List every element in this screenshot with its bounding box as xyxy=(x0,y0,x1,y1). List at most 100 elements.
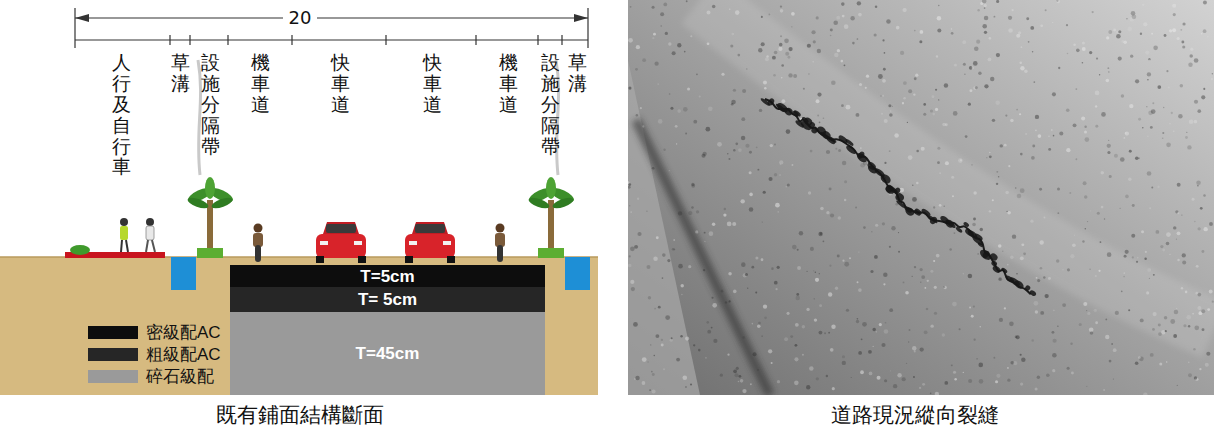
texture-speck xyxy=(1152,102,1154,104)
photo-ground xyxy=(628,0,1214,395)
crack-spall xyxy=(844,138,854,147)
texture-speck xyxy=(696,210,699,213)
texture-speck xyxy=(871,231,872,232)
texture-speck xyxy=(909,329,911,331)
texture-speck xyxy=(1183,324,1186,327)
texture-speck xyxy=(1084,195,1087,198)
texture-speck xyxy=(709,231,714,236)
motorcyclist xyxy=(495,224,505,263)
texture-speck xyxy=(1100,241,1102,243)
texture-speck xyxy=(1052,92,1056,96)
texture-speck xyxy=(795,323,799,327)
texture-speck xyxy=(1021,46,1023,48)
leg xyxy=(126,240,128,252)
texture-speck xyxy=(810,247,814,251)
crack-spall xyxy=(944,218,957,229)
texture-speck xyxy=(735,10,740,15)
texture-speck xyxy=(1071,372,1074,375)
texture-speck xyxy=(1194,100,1198,104)
texture-speck xyxy=(732,222,736,226)
texture-speck xyxy=(1125,195,1129,199)
texture-speck xyxy=(1203,88,1205,90)
texture-speck xyxy=(721,290,724,293)
texture-speck xyxy=(1181,41,1184,44)
texture-speck xyxy=(1199,368,1201,370)
texture-speck xyxy=(953,371,956,374)
texture-speck xyxy=(870,270,873,273)
texture-speck xyxy=(1106,36,1109,39)
texture-speck xyxy=(882,222,885,225)
texture-speck xyxy=(1010,119,1013,122)
crack-spall xyxy=(1001,267,1009,274)
texture-speck xyxy=(1062,303,1066,307)
texture-speck xyxy=(1182,22,1185,25)
crack-spall xyxy=(929,215,939,225)
texture-speck xyxy=(1096,58,1098,60)
texture-speck xyxy=(784,39,789,44)
texture-speck xyxy=(1035,130,1037,132)
texture-speck xyxy=(1185,291,1188,294)
texture-speck xyxy=(701,154,705,158)
texture-speck xyxy=(738,148,742,152)
texture-speck xyxy=(924,330,928,334)
texture-speck xyxy=(884,119,888,123)
texture-speck xyxy=(786,186,787,187)
texture-speck xyxy=(841,2,845,6)
texture-speck xyxy=(1020,382,1023,385)
texture-speck xyxy=(968,379,972,383)
texture-speck xyxy=(924,287,926,289)
texture-speck xyxy=(900,51,904,55)
texture-speck xyxy=(749,171,752,174)
texture-speck xyxy=(969,307,971,309)
texture-speck xyxy=(663,3,667,7)
texture-speck xyxy=(820,207,824,211)
texture-speck xyxy=(860,147,862,149)
texture-speck xyxy=(743,336,745,338)
texture-speck xyxy=(1177,231,1181,235)
texture-speck xyxy=(780,5,782,7)
texture-speck xyxy=(771,362,773,364)
texture-speck xyxy=(996,183,998,185)
texture-speck xyxy=(826,375,828,377)
texture-speck xyxy=(653,33,656,36)
texture-speck xyxy=(1180,29,1182,31)
texture-speck xyxy=(943,286,945,288)
texture-speck xyxy=(1140,33,1142,35)
texture-speck xyxy=(660,25,661,26)
texture-speck xyxy=(1188,63,1192,67)
texture-speck xyxy=(1057,326,1058,327)
texture-speck xyxy=(635,376,639,380)
texture-speck xyxy=(681,294,682,295)
texture-speck xyxy=(1002,251,1004,253)
texture-speck xyxy=(658,306,661,309)
texture-speck xyxy=(1021,243,1024,246)
texture-speck xyxy=(968,274,973,279)
texture-speck xyxy=(882,79,886,83)
crack-photo xyxy=(628,0,1214,395)
texture-speck xyxy=(1201,33,1202,34)
texture-speck xyxy=(982,0,986,3)
texture-speck xyxy=(858,351,862,355)
texture-speck xyxy=(1007,264,1009,266)
texture-speck xyxy=(1057,212,1059,214)
texture-speck xyxy=(963,63,966,66)
texture-speck xyxy=(992,199,994,201)
texture-speck xyxy=(807,44,811,48)
texture-speck xyxy=(908,155,913,160)
texture-speck xyxy=(923,103,926,106)
texture-speck xyxy=(1032,145,1035,148)
texture-speck xyxy=(628,38,633,43)
texture-speck xyxy=(999,278,1002,281)
texture-speck xyxy=(979,379,984,384)
texture-speck xyxy=(906,363,907,364)
texture-speck xyxy=(738,381,740,383)
texture-speck xyxy=(741,136,745,140)
texture-speck xyxy=(908,89,912,93)
texture-speck xyxy=(844,24,849,29)
texture-speck xyxy=(1075,88,1077,90)
texture-speck xyxy=(808,73,810,75)
texture-speck xyxy=(1015,187,1017,189)
texture-speck xyxy=(1197,109,1201,113)
texture-speck xyxy=(995,380,998,383)
texture-speck xyxy=(1160,245,1163,248)
